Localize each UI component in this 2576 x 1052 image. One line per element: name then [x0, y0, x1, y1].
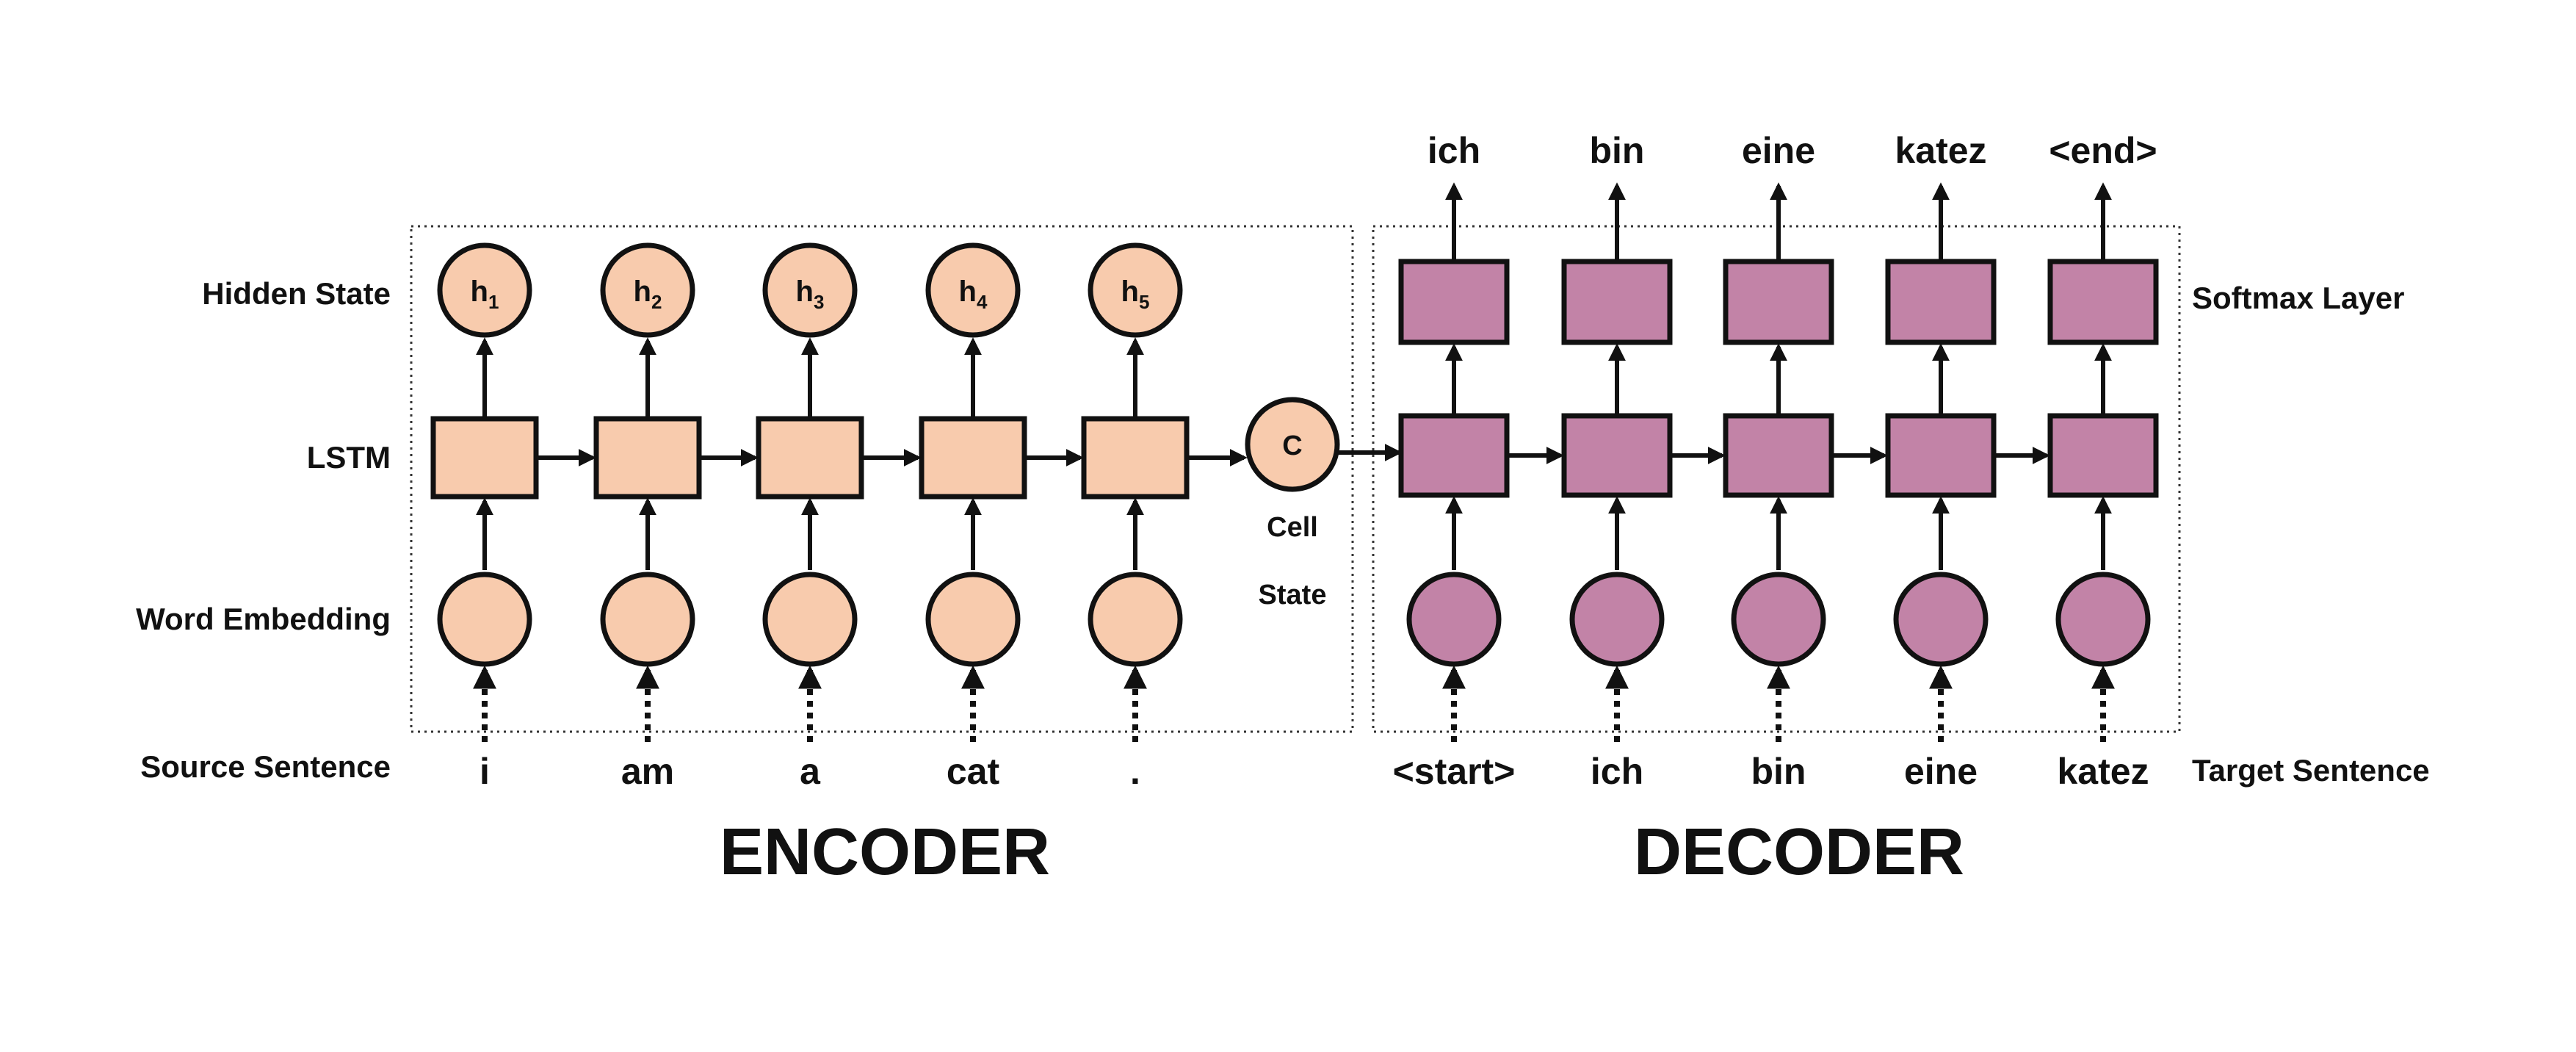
source-word-2: am [621, 751, 674, 792]
decoder-arrows [1442, 182, 2115, 742]
decoder-softmax-layer [1398, 259, 2159, 345]
output-word-3: eine [1742, 130, 1815, 171]
softmax-box-4 [1885, 259, 1997, 345]
hidden-state-circle-2 [600, 242, 695, 338]
hidden-state-circle-4 [925, 242, 1021, 338]
source-word-5: . [1130, 751, 1140, 792]
hidden-state-circle-1 [437, 242, 532, 338]
softmax-box-1 [1398, 259, 1510, 345]
encoder-hidden-states: h1 h2 h3 h4 h5 [437, 242, 1183, 338]
decoder-lstm-box-1 [1398, 413, 1510, 498]
output-word-5: <end> [2049, 130, 2157, 171]
encoder-frame [410, 225, 1354, 733]
cell-state-label-line1: Cell [1267, 512, 1318, 543]
decoder-embedding-circle-3 [1731, 572, 1826, 667]
cell-state-label-line2: State [1259, 580, 1327, 610]
softmax-box-2 [1561, 259, 1673, 345]
target-input-word-3: bin [1751, 751, 1806, 792]
context-symbol: C [1282, 430, 1302, 461]
encoder-lstm-box-2 [593, 416, 702, 500]
encoder-lstm-box-4 [919, 416, 1027, 500]
target-input-word-4: eine [1904, 751, 1978, 792]
decoder-lstm-box-2 [1561, 413, 1673, 498]
source-words: i am a cat. [480, 751, 1140, 792]
context-circle [1245, 397, 1340, 492]
decoder-title: DECODER [1634, 815, 1964, 889]
softmax-box-5 [2047, 259, 2159, 345]
decoder-lstm-box-4 [1885, 413, 1997, 498]
hidden-state-label: Hidden State [202, 276, 391, 311]
hidden-state-label-1: h1 [471, 275, 499, 313]
source-word-3: a [800, 751, 821, 792]
encoder-embedding-circle-4 [925, 572, 1021, 667]
target-sentence-label: Target Sentence [2192, 753, 2430, 788]
target-input-word-5: katez [2057, 751, 2149, 792]
word-embedding-label: Word Embedding [136, 602, 391, 636]
encoder-lstm-box-3 [756, 416, 864, 500]
context-vector: C [1245, 397, 1340, 492]
target-input-word-2: ich [1591, 751, 1643, 792]
source-word-4: cat [947, 751, 1000, 792]
source-sentence-label: Source Sentence [140, 749, 391, 784]
encoder-embedding-circle-3 [762, 572, 858, 667]
hidden-state-circle-3 [762, 242, 858, 338]
decoder-lstm-box-5 [2047, 413, 2159, 498]
encoder-lstm-box-5 [1081, 416, 1190, 500]
encoder-lstm-box-1 [430, 416, 539, 500]
target-input-words: <start> ich bin eine katez [1393, 751, 2149, 792]
decoder-word-embeddings [1406, 572, 2151, 667]
source-word-1: i [480, 751, 490, 792]
decoder-embedding-circle-2 [1569, 572, 1665, 667]
output-word-4: katez [1895, 130, 1986, 171]
hidden-state-circle-5 [1088, 242, 1183, 338]
hidden-state-label-2: h2 [634, 275, 662, 313]
encoder-title: ENCODER [720, 815, 1050, 889]
target-input-word-1: <start> [1393, 751, 1516, 792]
encoder-embedding-circle-1 [437, 572, 532, 667]
encoder-embedding-circle-2 [600, 572, 695, 667]
encoder-embedding-circle-5 [1088, 572, 1183, 667]
lstm-label: LSTM [307, 440, 391, 475]
hidden-state-label-5: h5 [1121, 275, 1150, 313]
decoder-output-words: ich bin eine katez <end> [1428, 130, 2157, 171]
softmax-layer-label: Softmax Layer [2192, 281, 2404, 315]
encoder-arrows [473, 337, 1403, 742]
decoder-lstm-box-3 [1723, 413, 1834, 498]
hidden-state-label-4: h4 [959, 275, 988, 313]
decoder-embedding-circle-5 [2055, 572, 2151, 667]
hidden-state-label-3: h3 [796, 275, 825, 313]
encoder-word-embeddings [437, 572, 1183, 667]
decoder-lstm-cells [1398, 413, 2159, 498]
output-word-1: ich [1428, 130, 1480, 171]
softmax-box-3 [1723, 259, 1834, 345]
decoder-embedding-circle-4 [1893, 572, 1989, 667]
output-word-2: bin [1590, 130, 1645, 171]
decoder-embedding-circle-1 [1406, 572, 1502, 667]
